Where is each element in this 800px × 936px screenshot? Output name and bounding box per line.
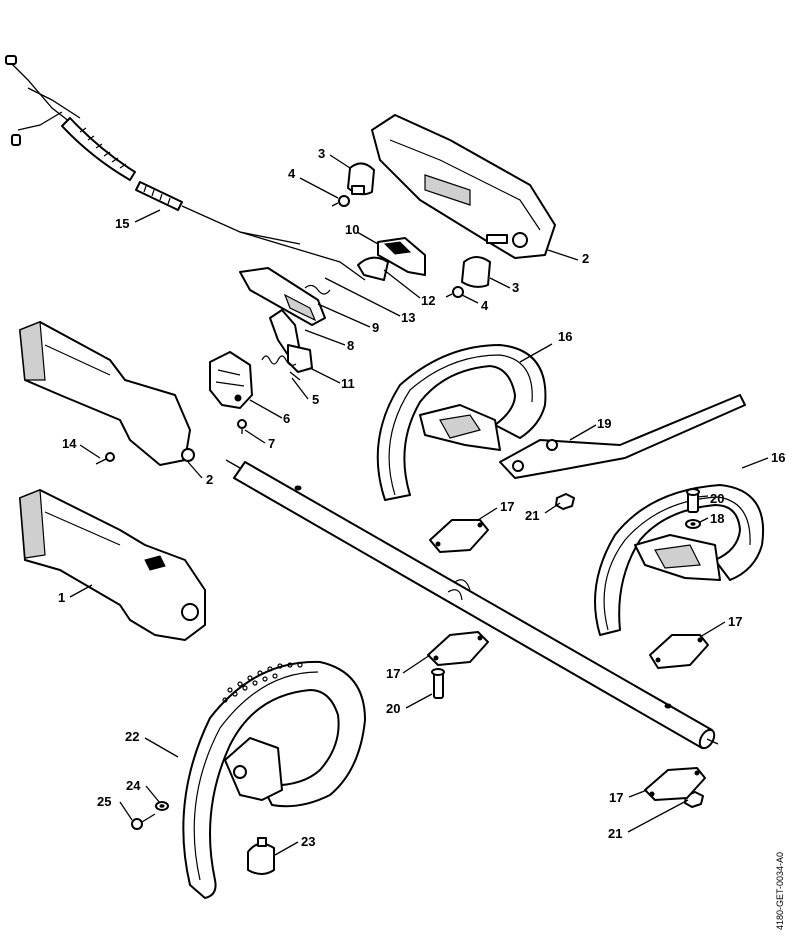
callout-p4a: 4 [288,166,296,181]
callout-p1: 1 [58,590,65,605]
spring-part-12 [357,256,389,281]
callout-p5: 5 [312,392,319,407]
document-id: 4180-GET-0034-A0 [775,851,785,930]
callout-p3b: 3 [512,280,519,295]
clamp-17-d [644,767,706,801]
washer-18 [685,519,701,529]
nut-21-upper [555,493,575,510]
washer-24 [155,801,169,811]
screw-upper-left [331,195,350,207]
callout-p17a: 17 [500,499,514,514]
callout-p21b: 21 [608,826,622,841]
clamp-23 [247,837,275,875]
callout-p24: 24 [126,778,141,793]
callout-p6: 6 [283,411,290,426]
screw-upper-right [445,286,464,298]
clamp-upper-left [347,162,375,196]
screw-25 [131,813,156,830]
trigger-part-8 [269,309,313,373]
clamp-17-a [429,519,489,553]
barrier-bar [499,394,746,479]
callout-p20b: 20 [386,701,400,716]
callout-p20a: 20 [710,491,724,506]
callout-p16a: 16 [558,329,572,344]
loop-handle-right [594,484,765,636]
callout-p23: 23 [301,834,315,849]
callout-p7: 7 [268,436,275,451]
callout-p19: 19 [597,416,611,431]
callout-p16b: 16 [771,450,785,465]
switch-part-10 [377,237,426,276]
leader-lines [69,154,769,856]
clamp-17-c [427,631,489,666]
handle-housing-lower [19,321,195,466]
bolt-20-upper [686,488,700,513]
callout-p17b: 17 [728,614,742,629]
screw-part-7 [237,419,247,434]
handle-housing-upper [371,114,556,259]
loop-handle-lower [182,660,366,899]
callout-p25: 25 [97,794,111,809]
clamp-17-b [649,634,709,669]
loop-handle-upper [376,344,547,501]
loop-handle-dots [222,662,303,703]
callout-p12: 12 [421,293,435,308]
lever-part-9 [239,267,326,326]
spring-part-5 [289,371,301,381]
callout-p18: 18 [710,511,724,526]
callout-p11: 11 [341,376,355,391]
callout-p21a: 21 [525,508,539,523]
callout-p14: 14 [62,436,77,451]
bolt-20-lower [431,668,445,699]
callout-p2b: 2 [206,472,213,487]
callout-p17c: 17 [386,666,400,681]
clamp-upper-right [461,256,491,288]
callout-p8: 8 [347,338,354,353]
throttle-cable [5,55,366,281]
spring-part-13 [304,284,331,295]
callout-p15: 15 [115,216,129,231]
callout-p9: 9 [372,320,379,335]
drive-tube [225,459,719,750]
callout-p22: 22 [125,729,139,744]
throttle-trigger-6 [209,351,253,409]
callout-p17d: 17 [609,790,623,805]
callout-labels: 3 4 15 10 2 3 4 12 13 9 8 16 11 5 6 7 14… [58,146,785,849]
callout-p4b: 4 [481,298,489,313]
complete-handle [19,489,206,641]
torsion-spring-11 [261,355,297,366]
callout-p2a: 2 [582,251,589,266]
screw-part-14 [95,452,115,465]
callout-p13: 13 [401,310,415,325]
callout-p10: 10 [345,222,359,237]
callout-p3a: 3 [318,146,325,161]
